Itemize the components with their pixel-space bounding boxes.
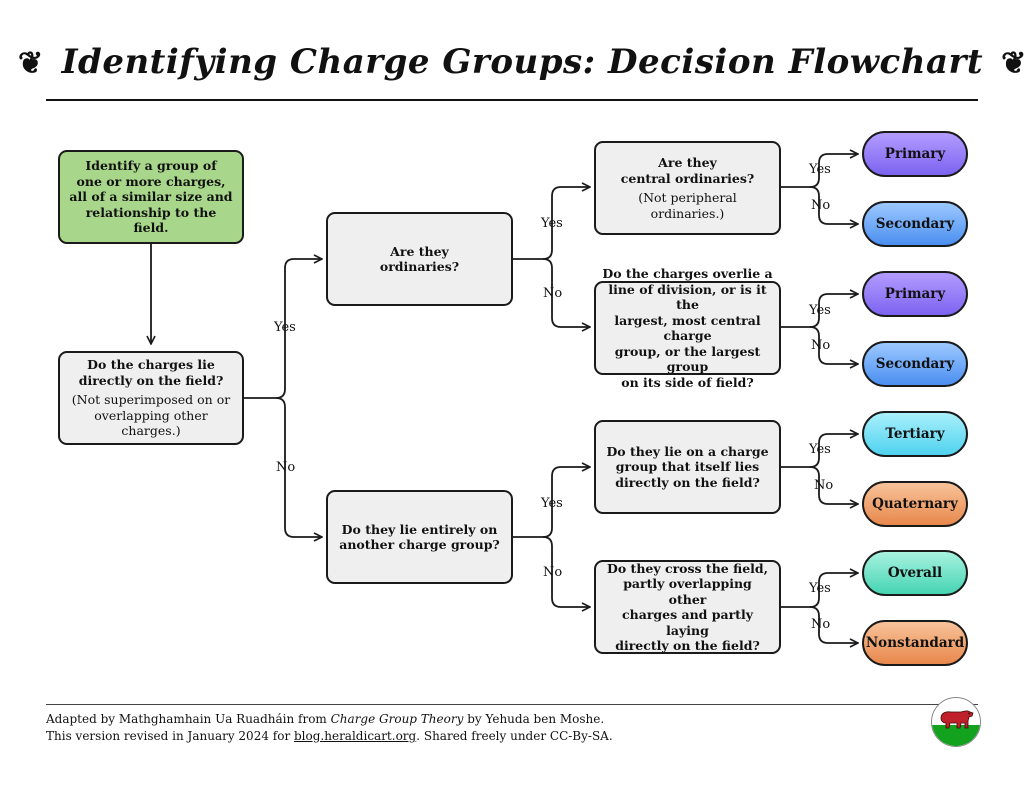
edge-label-no: No <box>543 565 563 580</box>
question-line: another charge group? <box>339 537 500 552</box>
question-line: charges and partly laying <box>622 607 753 638</box>
bear-icon <box>940 710 974 729</box>
edge-label-no: No <box>276 460 296 475</box>
footer-source-title: Charge Group Theory <box>330 712 464 726</box>
edge-label-no: No <box>811 198 831 213</box>
note-line: (Not peripheral ordinaries.) <box>638 190 737 221</box>
arrow-entirely-yes <box>512 467 590 538</box>
start-line: relationship to the field. <box>85 204 217 236</box>
question-line: group that itself lies <box>615 459 760 475</box>
arrow-groupfield-no <box>809 466 858 504</box>
arrow-overlie-no <box>809 326 858 364</box>
edge-label-yes: Yes <box>274 320 296 335</box>
question-line: directly on the field? <box>78 372 224 388</box>
arrow-cross-no <box>809 606 858 643</box>
edge-label-no: No <box>543 286 563 301</box>
arrow-central-yes <box>780 154 858 188</box>
outcome-secondary: Secondary <box>862 341 968 387</box>
edge-label-no: No <box>811 338 831 353</box>
footer-text: by Yehuda ben Moshe. <box>463 712 605 726</box>
edge-label-no: No <box>814 478 834 493</box>
decision-overlie-division: Do the charges overlie a line of divisio… <box>594 266 781 390</box>
arrow-overlie-yes <box>780 294 858 328</box>
question-line: on its side of field? <box>621 374 754 390</box>
outcome-nonstandard: Nonstandard <box>862 620 968 666</box>
question-line: partly overlapping other <box>623 576 752 607</box>
note-line: (Not superimposed on or <box>71 392 231 408</box>
arrow-q1-yes <box>243 259 322 399</box>
outcome-primary: Primary <box>862 131 968 177</box>
question-line: group, or the largest group <box>614 343 761 375</box>
footer-blog-link[interactable]: blog.heraldicart.org <box>294 729 417 743</box>
edge-label-yes: Yes <box>541 496 563 511</box>
emblem-green-base <box>932 725 980 746</box>
start-line: one or more charges, <box>76 173 226 189</box>
decision-question: Do they cross the field, partly overlapp… <box>604 561 771 654</box>
title-text: Identifying Charge Groups: Decision Flow… <box>61 42 984 82</box>
footer-rule <box>46 704 978 705</box>
arrow-cross-yes <box>780 573 858 608</box>
decision-group-on-field: Do they lie on a charge group that itsel… <box>594 420 781 514</box>
fleuron-icon: ❦ <box>18 46 44 81</box>
question-line: Do they lie on a charge <box>606 443 769 459</box>
note-line: overlapping other charges.) <box>94 407 208 439</box>
arrow-q1-no <box>275 397 322 537</box>
decision-question: Are they central ordinaries? <box>621 155 754 186</box>
question-line: Do they lie entirely on <box>341 521 498 537</box>
decision-question: Are they ordinaries? <box>380 244 459 275</box>
outcome-quaternary: Quaternary <box>862 481 968 527</box>
question-line: Are they <box>390 243 449 259</box>
question-line: directly on the field? <box>615 474 760 490</box>
decision-ordinaries: Are they ordinaries? <box>326 212 513 306</box>
question-line: central ordinaries? <box>620 170 755 186</box>
outcome-primary: Primary <box>862 271 968 317</box>
edge-label-yes: Yes <box>809 581 831 596</box>
bear-emblem-icon <box>931 697 981 747</box>
page-title: ❦ Identifying Charge Groups: Decision Flo… <box>0 42 1024 82</box>
decision-question: Do the charges lie directly on the field… <box>79 357 224 388</box>
question-line: directly on the field? <box>615 638 760 653</box>
arrow-ordinaries-no <box>542 258 590 327</box>
edge-label-yes: Yes <box>809 162 831 177</box>
decision-cross-field: Do they cross the field, partly overlapp… <box>594 560 781 654</box>
arrow-ordinaries-yes <box>512 187 590 260</box>
arrow-groupfield-yes <box>780 434 858 468</box>
decision-question: Do they lie on a charge group that itsel… <box>606 444 768 491</box>
decision-note: (Not peripheral ordinaries.) <box>604 190 771 221</box>
question-line: line of division, or is it the <box>608 281 767 313</box>
question-line: largest, most central charge <box>614 312 761 344</box>
title-rule <box>46 99 978 101</box>
decision-question: Do the charges overlie a line of divisio… <box>602 266 773 390</box>
outcome-tertiary: Tertiary <box>862 411 968 457</box>
outcome-overall: Overall <box>862 550 968 596</box>
arrow-central-no <box>809 186 858 224</box>
decision-central-ordinaries: Are they central ordinaries? (Not periph… <box>594 141 781 235</box>
question-line: Do the charges overlie a <box>602 266 773 281</box>
edge-label-yes: Yes <box>809 442 831 457</box>
question-line: Are they <box>658 155 717 170</box>
question-line: Do they cross the field, <box>607 560 768 576</box>
start-line: Identify a group of <box>85 158 217 174</box>
edge-label-no: No <box>811 617 831 632</box>
footer-line-1: Adapted by Mathghamhain Ua Ruadháin from… <box>46 711 613 728</box>
start-line: all of a similar size and <box>69 189 233 205</box>
decision-note: (Not superimposed on or overlapping othe… <box>68 392 234 439</box>
footer-line-2: This version revised in January 2024 for… <box>46 728 613 745</box>
question-line: Do the charges lie <box>87 357 215 373</box>
footer-text: Adapted by Mathghamhain Ua Ruadháin from <box>46 712 331 726</box>
edge-label-yes: Yes <box>809 303 831 318</box>
decision-question: Do they lie entirely on another charge g… <box>339 522 500 553</box>
footer-credits: Adapted by Mathghamhain Ua Ruadháin from… <box>46 711 613 745</box>
outcome-secondary: Secondary <box>862 201 968 247</box>
decision-entirely-on-group: Do they lie entirely on another charge g… <box>326 490 513 584</box>
decision-lie-on-field: Do the charges lie directly on the field… <box>58 351 244 445</box>
footer-text: This version revised in January 2024 for <box>46 729 294 743</box>
fleuron-icon: ❦ <box>1001 46 1024 81</box>
edge-label-yes: Yes <box>541 216 563 231</box>
start-box: Identify a group of one or more charges,… <box>58 150 244 244</box>
question-line: ordinaries? <box>379 259 460 274</box>
footer-text: . Shared freely under CC-By-SA. <box>416 729 613 743</box>
arrow-entirely-no <box>542 536 590 607</box>
